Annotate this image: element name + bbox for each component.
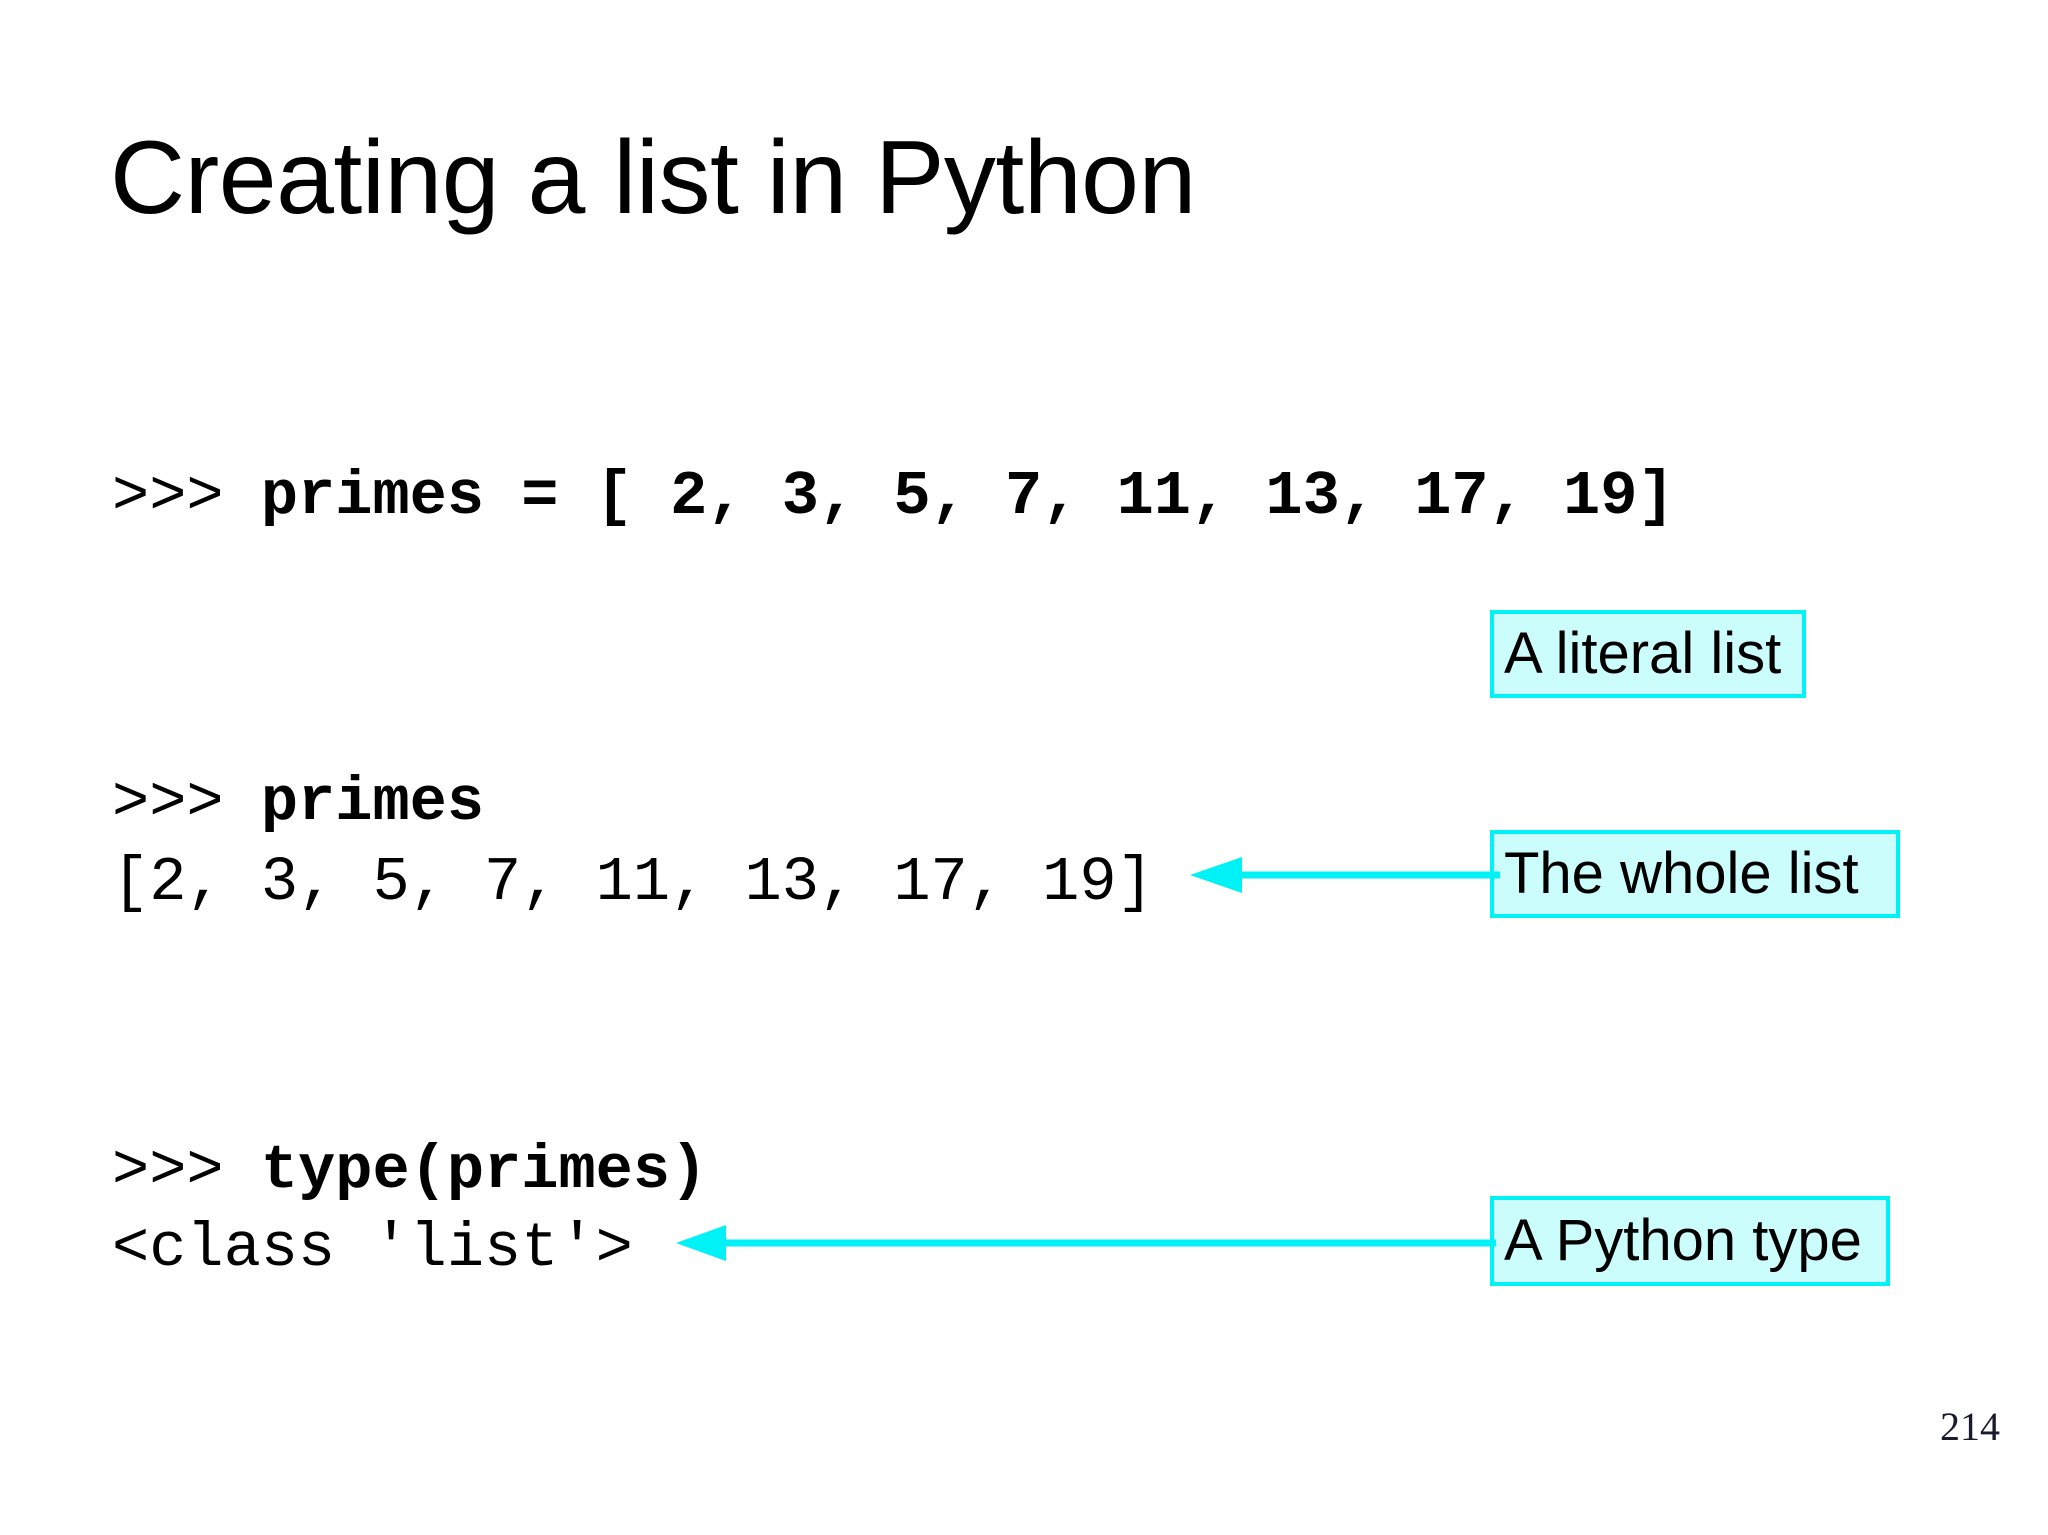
console-line-input-2: >>> primes: [112, 772, 484, 834]
console-output-text: <class 'list'>: [112, 1213, 633, 1284]
console-command: primes: [260, 767, 485, 838]
arrow-left-icon-whole-list: [1190, 857, 1500, 893]
console-command: primes = [ 2, 3, 5, 7, 11, 13, 17, 19]: [260, 461, 1675, 532]
console-command: type(primes): [260, 1135, 708, 1206]
callout-a-literal-list: A literal list: [1490, 610, 1806, 698]
callout-the-whole-list: The whole list: [1490, 830, 1900, 918]
console-prompt: >>>: [112, 461, 261, 532]
callout-label: A Python type: [1504, 1208, 1862, 1273]
console-line-output-1: [2, 3, 5, 7, 11, 13, 17, 19]: [112, 852, 1154, 914]
arrow-left-icon-python-type: [676, 1225, 1496, 1261]
console-prompt: >>>: [112, 1135, 261, 1206]
page-number: 214: [1940, 1404, 2000, 1449]
page-title: Creating a list in Python: [110, 120, 1196, 236]
console-line-input-1: >>> primes = [ 2, 3, 5, 7, 11, 13, 17, 1…: [112, 466, 1675, 528]
console-output-text: [2, 3, 5, 7, 11, 13, 17, 19]: [112, 847, 1154, 918]
console-prompt: >>>: [112, 767, 261, 838]
console-line-output-2: <class 'list'>: [112, 1218, 633, 1280]
callout-a-python-type: A Python type: [1490, 1196, 1890, 1286]
callout-label: A literal list: [1504, 621, 1782, 686]
console-line-input-3: >>> type(primes): [112, 1140, 707, 1202]
callout-label: The whole list: [1504, 841, 1859, 906]
